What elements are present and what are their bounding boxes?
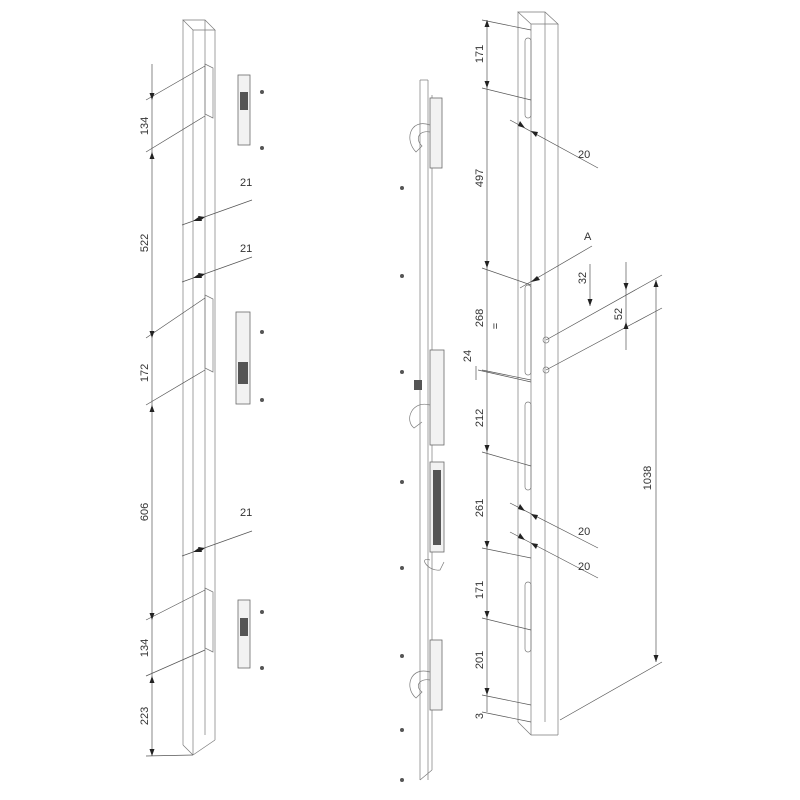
dim-right-171-bottom: 171 bbox=[474, 581, 486, 599]
dim-left-134-top: 134 bbox=[139, 117, 151, 135]
dim-left-21-a: 21 bbox=[240, 177, 252, 189]
dim-right-20-b: 20 bbox=[578, 526, 590, 538]
multipoint-lock-bar bbox=[409, 79, 445, 781]
total-height-dimension: 1038 bbox=[559, 280, 663, 721]
detail-label-a: A bbox=[584, 231, 592, 243]
dim-detail-24: 24 bbox=[462, 350, 474, 362]
dim-right-3: 3 bbox=[474, 713, 486, 719]
left-frame-profile bbox=[182, 19, 216, 756]
right-dimension-labels: 171 497 268 212 261 171 201 3 = bbox=[474, 45, 502, 719]
dim-right-20-c: 20 bbox=[578, 561, 590, 573]
dim-right-268: 268 bbox=[474, 309, 486, 327]
screw-icon bbox=[260, 90, 264, 670]
dim-detail-32: 32 bbox=[577, 272, 589, 284]
detail-a-callout: A 32 52 24 bbox=[462, 231, 663, 383]
dim-left-606: 606 bbox=[139, 503, 151, 521]
screw-icon bbox=[400, 186, 404, 782]
dim-right-261: 261 bbox=[474, 499, 486, 517]
left-width-callouts: 21 21 21 bbox=[181, 177, 252, 557]
dim-detail-52: 52 bbox=[613, 308, 625, 320]
left-strike-plates bbox=[235, 74, 251, 669]
equal-mark: = bbox=[490, 323, 502, 329]
dim-right-212: 212 bbox=[474, 409, 486, 427]
dim-left-21-c: 21 bbox=[240, 507, 252, 519]
dim-left-223: 223 bbox=[139, 707, 151, 725]
dim-total-1038: 1038 bbox=[642, 466, 654, 490]
dim-right-171-top: 171 bbox=[474, 45, 486, 63]
dim-right-201: 201 bbox=[474, 651, 486, 669]
dim-left-172: 172 bbox=[139, 364, 151, 382]
left-dimension-labels: 134 522 172 606 134 223 bbox=[139, 117, 151, 725]
right-frame-profile bbox=[517, 11, 559, 736]
dim-left-134-bottom: 134 bbox=[139, 639, 151, 657]
dim-left-522: 522 bbox=[139, 234, 151, 252]
right-width-callouts: 20 20 20 bbox=[509, 119, 599, 579]
dim-right-497: 497 bbox=[474, 169, 486, 187]
left-dimension-chain bbox=[145, 64, 206, 757]
dim-right-20-a: 20 bbox=[578, 149, 590, 161]
right-dimension-chain bbox=[481, 19, 532, 723]
dim-left-21-b: 21 bbox=[240, 243, 252, 255]
